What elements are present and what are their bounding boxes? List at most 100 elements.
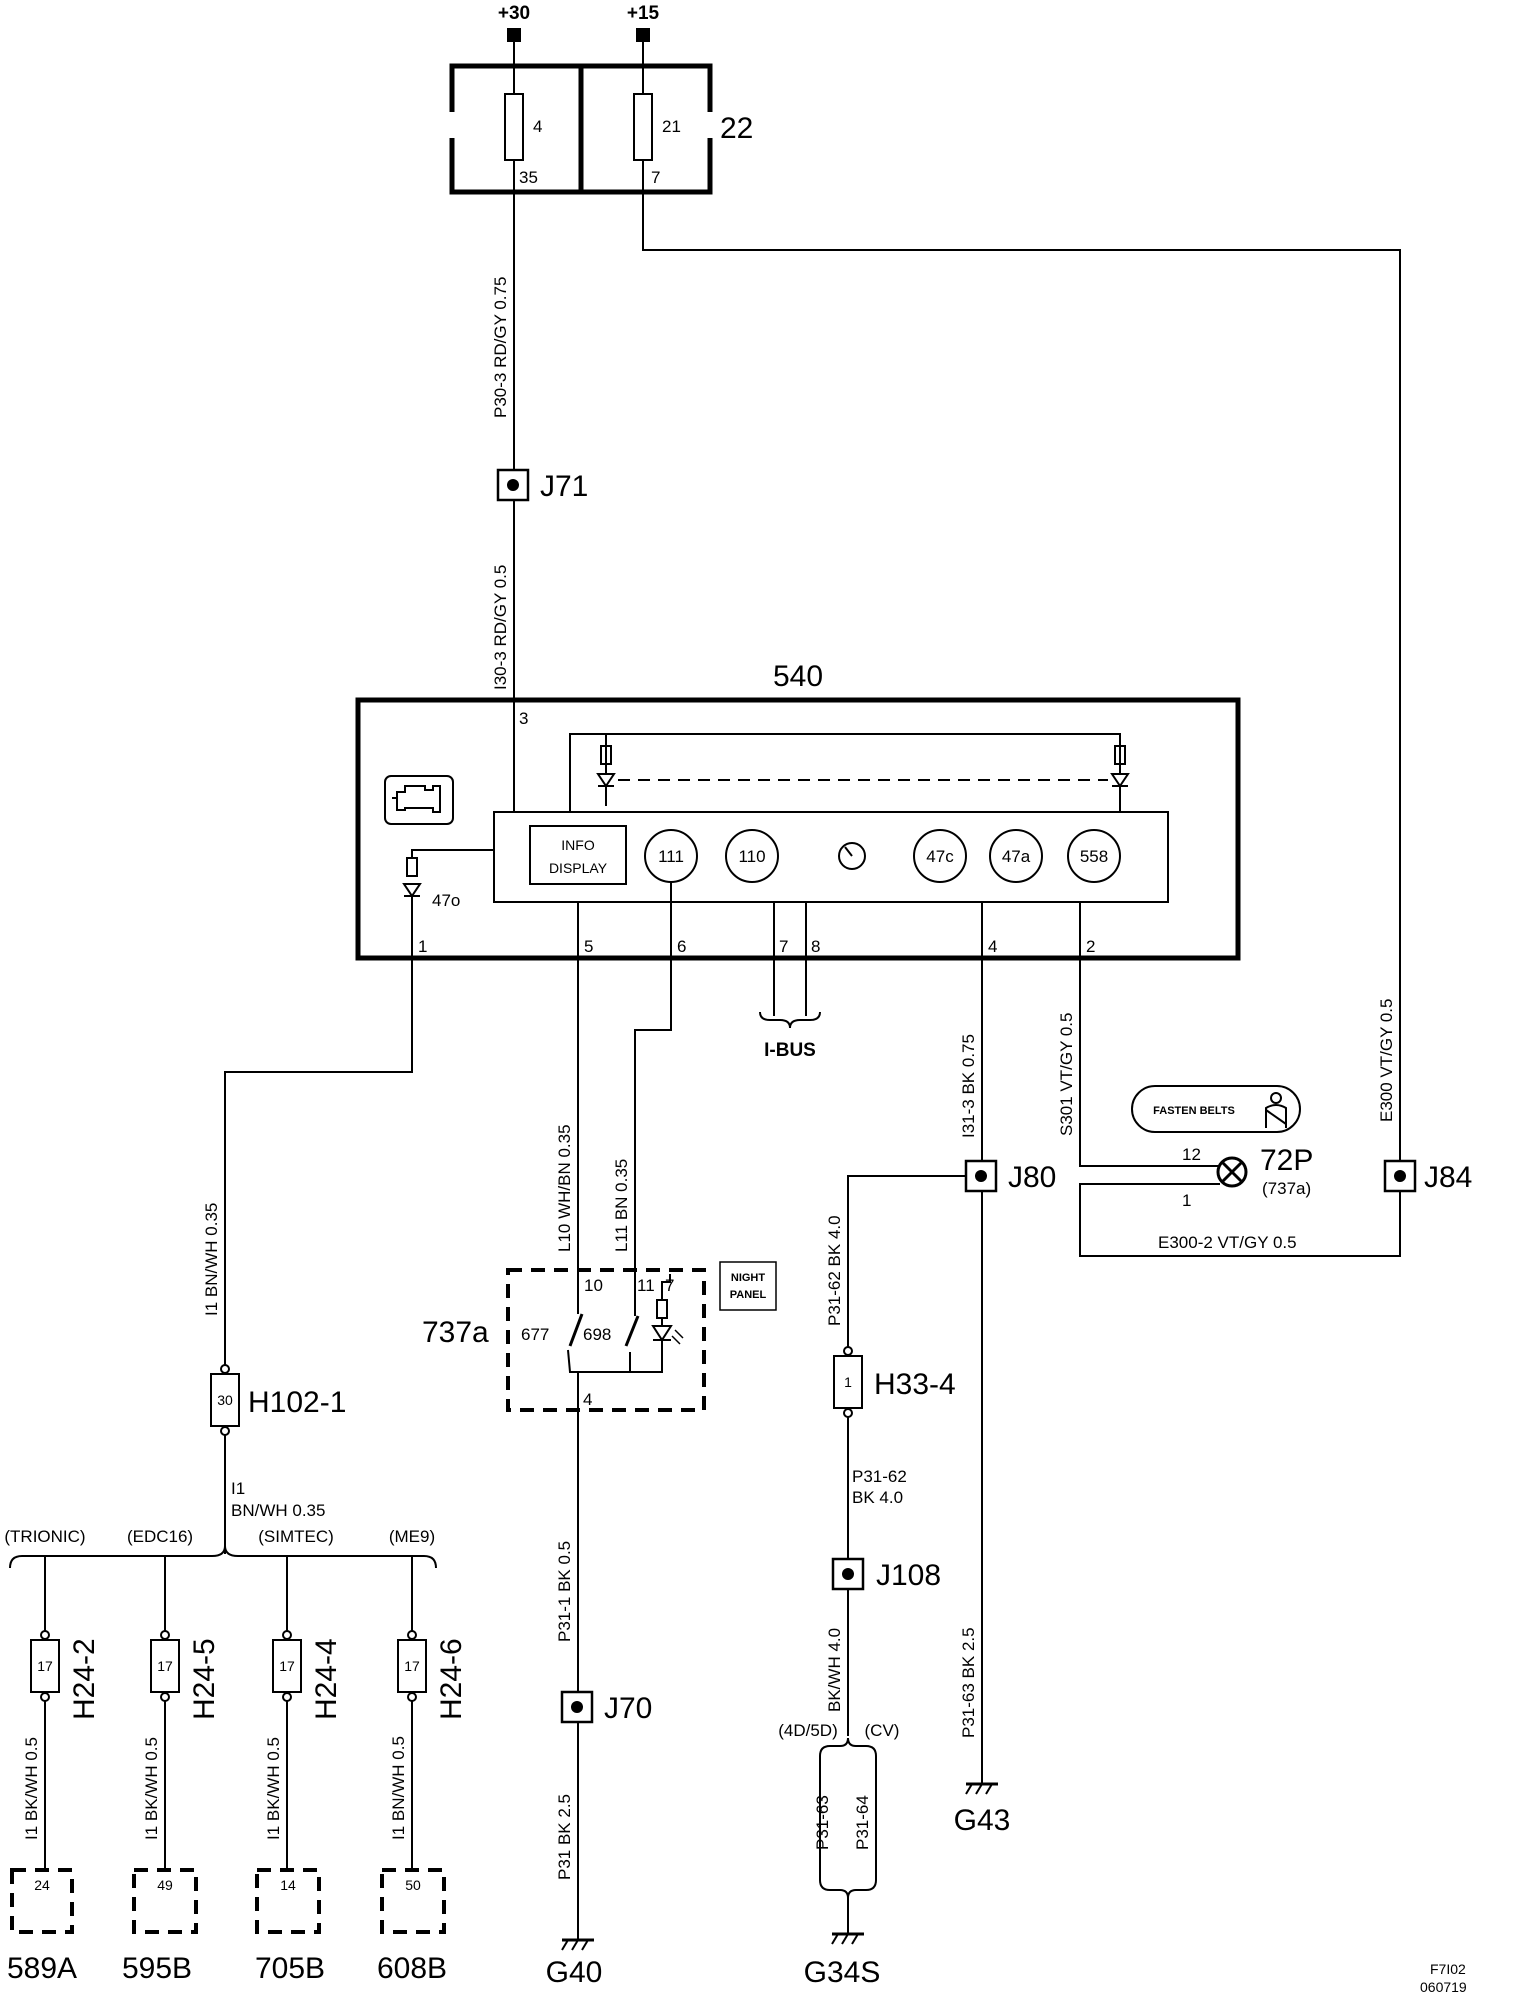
pin-3: 3 xyxy=(519,709,528,728)
speedo-icon xyxy=(838,842,866,870)
splice-j80: J80 xyxy=(964,1159,1056,1194)
target-608b: 608B xyxy=(377,1952,447,1985)
supply-30-label: +30 xyxy=(498,3,530,24)
info-display-line1: INFO xyxy=(561,837,595,853)
variant-simtec: (SIMTEC) xyxy=(258,1527,334,1546)
ibus-label: I-BUS xyxy=(764,1040,816,1061)
wire-p31-62-a: P31-62 xyxy=(852,1467,907,1486)
fusebox-id: 22 xyxy=(720,112,753,145)
supply-15-label: +15 xyxy=(627,3,660,24)
wire-l10: L10 WH/BN 0.35 xyxy=(555,1124,574,1252)
connector-h33-4: 1 H33-4 xyxy=(833,1346,956,1418)
lamp-47o-label: 47o xyxy=(432,891,460,910)
switch-id: 737a xyxy=(422,1316,489,1349)
target-595b: 595B xyxy=(122,1952,192,1985)
h24-4-label: H24-4 xyxy=(310,1638,343,1720)
pin-1: 1 xyxy=(418,937,427,956)
svg-text:G40: G40 xyxy=(546,1956,603,1989)
gauge-111: 111 xyxy=(644,829,698,883)
gauge-47a: 47a xyxy=(989,829,1043,883)
svg-text:47c: 47c xyxy=(926,847,954,866)
fusebox-22: 4 35 21 7 22 xyxy=(445,63,753,195)
h24-2-branch: (TRIONIC) 17 H24-2 I1 BK/WH 0.5 24 589A xyxy=(4,1527,101,1985)
wire-h24-2: I1 BK/WH 0.5 xyxy=(22,1737,41,1840)
wire-h24-5: I1 BK/WH 0.5 xyxy=(142,1737,161,1840)
fasten-belts-label: FASTEN BELTS xyxy=(1153,1105,1235,1117)
lamp-pin-1: 1 xyxy=(1182,1191,1191,1210)
wire-p31-62-b: BK 4.0 xyxy=(852,1488,903,1507)
variant-cv: (CV) xyxy=(865,1721,900,1740)
splice-j70: J70 xyxy=(560,1690,652,1725)
svg-text:111: 111 xyxy=(658,847,684,866)
h33-4-label: H33-4 xyxy=(874,1368,956,1401)
fuse-4-pin: 35 xyxy=(519,168,538,187)
pin-7: 7 xyxy=(779,937,788,956)
wire-p31: P31 BK 2.5 xyxy=(555,1794,574,1880)
h24-5-label: H24-5 xyxy=(188,1638,221,1720)
fuse-4 xyxy=(504,93,524,161)
target-589a: 589A xyxy=(7,1952,77,1985)
svg-text:17: 17 xyxy=(37,1658,53,1674)
j70-label: J70 xyxy=(604,1692,652,1725)
switch-pin-4: 4 xyxy=(583,1390,592,1409)
sw-677: 677 xyxy=(521,1325,549,1344)
wire-p31-63-vert: P31-63 BK 2.5 xyxy=(959,1627,978,1738)
supply-15: +15 xyxy=(627,3,660,42)
svg-text:558: 558 xyxy=(1080,847,1108,866)
svg-text:G43: G43 xyxy=(954,1804,1011,1837)
wire-s301: S301 VT/GY 0.5 xyxy=(1057,1013,1076,1136)
svg-text:110: 110 xyxy=(738,847,765,866)
module-id: 540 xyxy=(773,660,823,693)
switch-737a: 10 11 7 677 698 4 NIGHT PANEL 737a xyxy=(422,1261,777,1412)
svg-text:17: 17 xyxy=(279,1658,295,1674)
wire-h24-4: I1 BK/WH 0.5 xyxy=(264,1737,283,1840)
pin-6: 6 xyxy=(677,937,686,956)
svg-text:47a: 47a xyxy=(1002,847,1031,866)
h24-6-label: H24-6 xyxy=(435,1638,468,1720)
splice-j84: J84 xyxy=(1383,1159,1472,1194)
lamp-72p: 72P (737a) 12 1 xyxy=(1182,1144,1313,1210)
wire-p30-3: P30-3 RD/GY 0.75 xyxy=(491,277,510,418)
variant-edc16: (EDC16) xyxy=(127,1527,193,1546)
night-panel-line1: NIGHT xyxy=(731,1272,766,1284)
svg-text:14: 14 xyxy=(280,1877,296,1893)
wire-p31-1: P31-1 BK 0.5 xyxy=(555,1541,574,1642)
footer-code1: F7I02 xyxy=(1430,1961,1466,1977)
wire-i1-lower-b: BN/WH 0.35 xyxy=(231,1501,325,1520)
svg-text:49: 49 xyxy=(157,1877,173,1893)
engine-icon xyxy=(384,775,454,825)
lamp-72p-ref: (737a) xyxy=(1262,1179,1311,1198)
svg-text:50: 50 xyxy=(405,1877,421,1893)
footer-code2: 060719 xyxy=(1420,1979,1467,1995)
switch-pin-7: 7 xyxy=(665,1276,674,1295)
wire-p31-63: P31-63 xyxy=(813,1795,832,1850)
connector-h102-1: 30 H102-1 xyxy=(210,1364,346,1436)
pin-4: 4 xyxy=(988,937,997,956)
info-display: INFO DISPLAY xyxy=(529,825,627,885)
wire-l11: L11 BN 0.35 xyxy=(612,1159,631,1252)
switch-pin-10: 10 xyxy=(584,1276,603,1295)
wire-i1-main: I1 BN/WH 0.35 xyxy=(202,1203,221,1316)
ground-g43: G43 xyxy=(954,1782,1011,1837)
gauge-110: 110 xyxy=(725,829,779,883)
fuse-21 xyxy=(633,93,653,161)
fasten-belts-indicator: FASTEN BELTS xyxy=(1131,1085,1301,1133)
wire-e300-2: E300-2 VT/GY 0.5 xyxy=(1158,1233,1297,1252)
j108-label: J108 xyxy=(876,1559,941,1592)
switch-pin-11: 11 xyxy=(637,1276,655,1295)
wire-p31-64: P31-64 xyxy=(853,1795,872,1850)
wire-i1-lower-a: I1 xyxy=(231,1479,245,1498)
supply-30: +30 xyxy=(498,3,530,42)
h102-1-label: H102-1 xyxy=(248,1386,346,1419)
gauge-558: 558 xyxy=(1067,829,1121,883)
wire-p31-62-vert: P31-62 BK 4.0 xyxy=(825,1215,844,1326)
pin-8: 8 xyxy=(811,937,820,956)
j84-label: J84 xyxy=(1424,1161,1472,1194)
wire-e300: E300 VT/GY 0.5 xyxy=(1377,999,1396,1122)
h24-5-branch: (EDC16) 17 H24-5 I1 BK/WH 0.5 49 595B xyxy=(122,1527,221,1985)
wire-i31-3: I31-3 BK 0.75 xyxy=(959,1034,978,1138)
h24-6-branch: (ME9) 17 H24-6 I1 BN/WH 0.5 50 608B xyxy=(377,1527,468,1985)
pin-2: 2 xyxy=(1086,937,1095,956)
svg-text:17: 17 xyxy=(404,1658,420,1674)
